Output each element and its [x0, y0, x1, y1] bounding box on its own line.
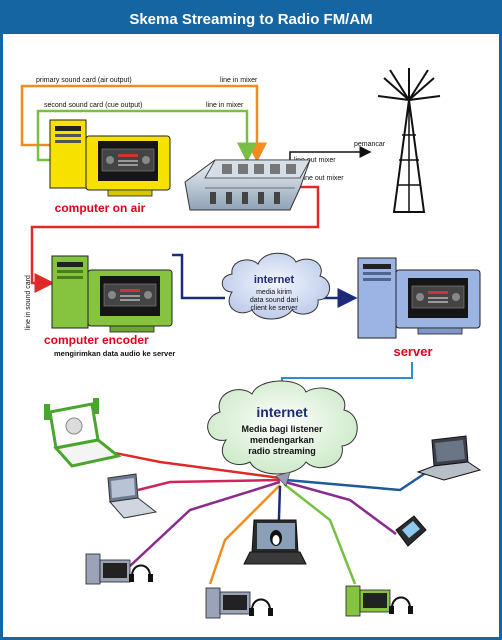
cloud-1-line-2: data sound dari: [250, 297, 299, 304]
line-in-mixer-label-2: line in mixer: [206, 102, 244, 109]
diagram-title: Skema Streaming to Radio FM/AM: [129, 11, 372, 28]
cloud-2-line-1: Media bagi listener: [241, 424, 323, 434]
internet-cloud-2: [207, 380, 358, 475]
computer-encoder: [51, 255, 173, 333]
second-sound-card-line: [36, 109, 257, 163]
audio-mixer: [184, 159, 311, 211]
cloud-1-line-3: client ke server: [250, 305, 298, 312]
line-in-sound-card-label: line in sound card: [25, 275, 32, 330]
computer-encoder-label: computer encoder: [44, 333, 149, 347]
desktop-with-headphones-left: [85, 553, 153, 585]
line-out-mixer-label-2: line out mixer: [302, 175, 344, 182]
primary-sound-card-label: primary sound card (air output): [36, 77, 132, 84]
transmitter-tower-icon: [377, 68, 441, 213]
laptop-icon: [107, 473, 158, 519]
server-label: server: [393, 344, 432, 359]
line-in-mixer-label-1: line in mixer: [220, 77, 258, 84]
internet-cloud-1: [221, 252, 330, 320]
linux-laptop-icon: [243, 519, 307, 565]
computer-on-air: [49, 119, 171, 197]
pemancar-label: pemancar: [354, 141, 386, 148]
computer-encoder-sublabel: mengirimkan data audio ke server: [54, 349, 175, 358]
cloud-2-line-3: radio streaming: [248, 446, 316, 456]
line-out-to-encoder: [30, 185, 320, 293]
cloud-2-line-2: mendengarkan: [250, 435, 314, 445]
line-out-mixer-label-1: line out mixer: [294, 157, 336, 164]
desktop-with-headphones-right: [345, 585, 413, 617]
mobile-phone-icon: [395, 515, 427, 547]
cloud-1-title: internet: [254, 274, 295, 286]
second-sound-card-label: second sound card (cue output): [44, 102, 142, 109]
xo-laptop-icon: [44, 398, 122, 468]
cloud-2-title: internet: [256, 404, 308, 420]
title-bar: [2, 2, 500, 34]
encoder-to-internet-line: [172, 253, 225, 300]
notebook-right-icon: [416, 435, 482, 481]
server-computer: [357, 257, 481, 339]
computer-on-air-label: computer on air: [55, 201, 146, 215]
desktop-with-headphones-center: [205, 587, 273, 619]
primary-sound-card-line: [20, 84, 267, 163]
listener-hub: [275, 471, 291, 487]
cloud-1-line-1: media kirim: [256, 289, 292, 296]
